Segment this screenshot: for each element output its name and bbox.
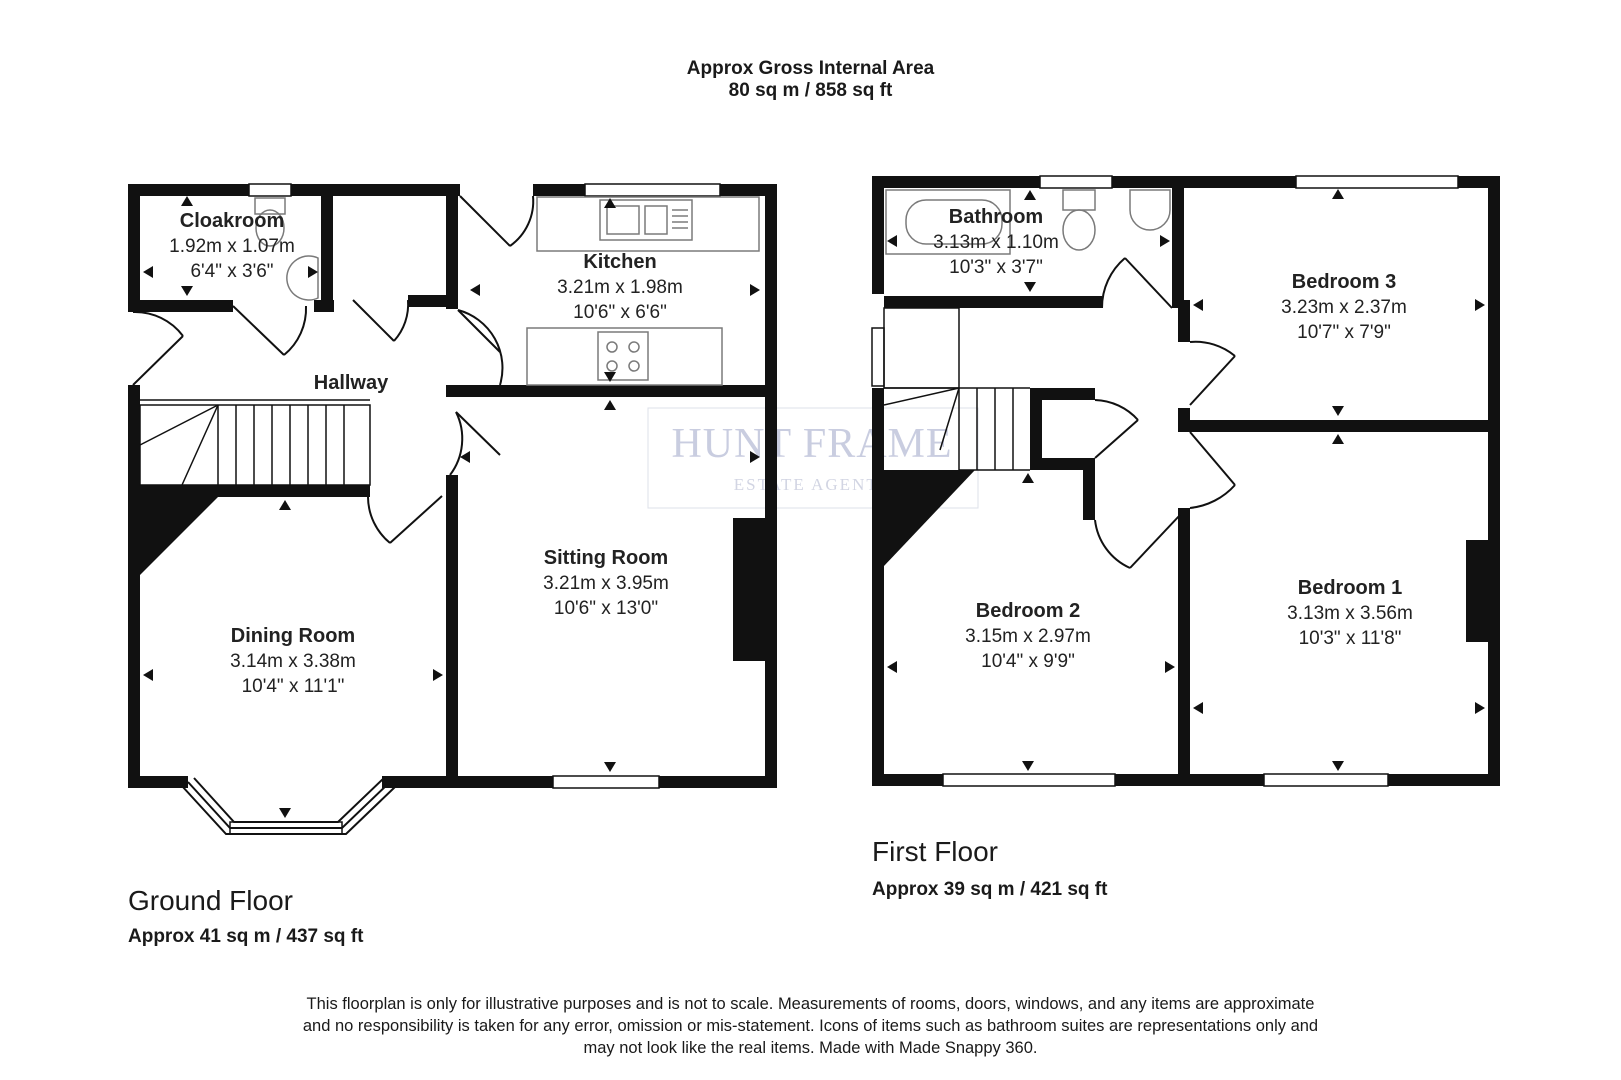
cloakroom-fixtures — [254, 197, 319, 301]
room-imperial: 10'6" x 6'6" — [573, 302, 667, 323]
first-stairs — [883, 307, 1030, 471]
room-sitting: Sitting Room 3.21m x 3.95m 10'6" x 13'0" — [543, 547, 669, 619]
disclaimer-line: may not look like the real items. Made w… — [583, 1039, 1038, 1057]
disclaimer-line: This floorplan is only for illustrative … — [306, 995, 1315, 1013]
room-bathroom: Bathroom 3.13m x 1.10m 10'3" x 3'7" — [933, 206, 1059, 278]
room-name: Bathroom — [949, 206, 1043, 228]
basin-icon — [1129, 189, 1171, 231]
room-metric: 3.15m x 2.97m — [965, 626, 1091, 647]
room-imperial: 10'3" x 3'7" — [949, 257, 1043, 278]
first-floor-title: First Floor — [872, 836, 998, 867]
room-imperial: 10'4" x 11'1" — [242, 676, 345, 697]
bathroom-fixtures — [885, 189, 1171, 255]
room-metric: 3.13m x 1.10m — [933, 232, 1059, 253]
gross-area-title: Approx Gross Internal Area — [686, 58, 935, 79]
ground-floor-title: Ground Floor — [128, 885, 293, 916]
room-imperial: 10'6" x 13'0" — [554, 598, 658, 619]
watermark-line1: HUNT FRAME — [671, 421, 952, 467]
bath-icon — [885, 189, 1011, 255]
disclaimer-line: and no responsibility is taken for any e… — [302, 1017, 1319, 1035]
room-dining: Dining Room 3.14m x 3.38m 10'4" x 11'1" — [230, 625, 356, 697]
bay-window — [181, 777, 397, 835]
ground-doors — [132, 195, 535, 544]
room-bedroom3: Bedroom 3 3.23m x 2.37m 10'7" x 7'9" — [1281, 271, 1407, 343]
first-dimension-arrows — [887, 189, 1485, 771]
room-bedroom2: Bedroom 2 3.15m x 2.97m 10'4" x 9'9" — [965, 600, 1091, 672]
gross-area-value: 80 sq m / 858 sq ft — [728, 80, 893, 101]
room-name: Bedroom 2 — [976, 600, 1080, 622]
hob-icon — [597, 331, 649, 381]
ground-floor-area: Approx 41 sq m / 437 sq ft — [128, 926, 364, 947]
room-name: Dining Room — [231, 625, 355, 647]
room-cloakroom: Cloakroom 1.92m x 1.07m 6'4" x 3'6" — [169, 210, 295, 282]
first-floor-area: Approx 39 sq m / 421 sq ft — [872, 879, 1108, 900]
room-metric: 3.23m x 2.37m — [1281, 297, 1407, 318]
ground-dimension-arrows — [143, 196, 760, 818]
room-metric: 3.21m x 3.95m — [543, 573, 669, 594]
kitchen-fixtures — [526, 196, 760, 386]
room-name: Bedroom 3 — [1292, 271, 1396, 293]
disclaimer: This floorplan is only for illustrative … — [200, 993, 1421, 1059]
sink-icon — [599, 199, 693, 241]
room-metric: 3.14m x 3.38m — [230, 651, 356, 672]
watermark-line2: ESTATE AGENTS — [734, 475, 890, 494]
room-name: Sitting Room — [544, 547, 668, 569]
room-metric: 1.92m x 1.07m — [169, 236, 295, 257]
first-windows — [871, 175, 1459, 787]
room-bedroom1: Bedroom 1 3.13m x 3.56m 10'3" x 11'8" — [1287, 577, 1413, 649]
room-imperial: 10'4" x 9'9" — [981, 651, 1075, 672]
room-name: Bedroom 1 — [1298, 577, 1402, 599]
room-name: Cloakroom — [180, 210, 284, 232]
room-hallway: Hallway — [314, 372, 389, 394]
ground-stairs — [139, 399, 371, 486]
room-kitchen: Kitchen 3.21m x 1.98m 10'6" x 6'6" — [557, 251, 683, 323]
room-imperial: 6'4" x 3'6" — [190, 261, 273, 282]
room-metric: 3.21m x 1.98m — [557, 277, 683, 298]
room-imperial: 10'3" x 11'8" — [1299, 628, 1402, 649]
first-doors — [1094, 257, 1236, 569]
room-name: Hallway — [314, 372, 389, 394]
toilet-icon — [1062, 189, 1096, 211]
room-metric: 3.13m x 3.56m — [1287, 603, 1413, 624]
room-imperial: 10'7" x 7'9" — [1297, 322, 1391, 343]
room-name: Kitchen — [583, 251, 656, 273]
